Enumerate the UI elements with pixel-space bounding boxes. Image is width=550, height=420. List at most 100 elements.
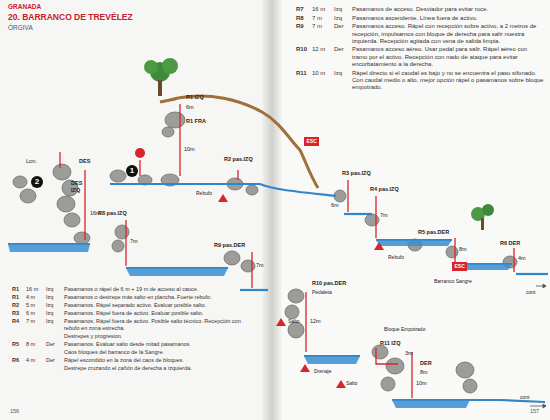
table-cell: R5 bbox=[12, 341, 19, 348]
rappel-label: R1 IZQ bbox=[186, 94, 204, 101]
table-cell: R8 bbox=[296, 15, 304, 22]
table-cell: Der bbox=[334, 46, 344, 53]
table-cell: 4 m bbox=[26, 357, 35, 364]
table-cell: Der bbox=[334, 23, 344, 30]
table-cell: R11 bbox=[296, 70, 307, 77]
table-cell: 7 m bbox=[312, 15, 322, 22]
region-label: ÓRGIVA bbox=[8, 24, 33, 32]
rappel-label: 10m bbox=[416, 380, 427, 387]
region-label: GRANADA bbox=[8, 3, 41, 11]
rappel-label: R2 pas.IZQ bbox=[224, 156, 253, 163]
rappel-label: 8m bbox=[459, 246, 467, 253]
table-cell: 5 m bbox=[26, 302, 35, 309]
table-cell: Izq bbox=[46, 294, 53, 301]
table-cell: Destrepe cruzando el cañón de derecha a … bbox=[64, 365, 254, 372]
table-cell: R1 bbox=[12, 286, 19, 293]
table-cell: 6 m bbox=[26, 310, 35, 317]
rappel-label: DER bbox=[420, 360, 432, 367]
rappel-label: Salto bbox=[288, 318, 299, 324]
table-cell: 8 m bbox=[26, 341, 35, 348]
rappel-label: Drenaje bbox=[314, 368, 332, 374]
table-cell: Pasamanos. Rápel separado activo. Evalua… bbox=[64, 302, 254, 309]
table-cell: Izq bbox=[334, 70, 342, 77]
table-cell: Destrepes y progresion. bbox=[64, 333, 254, 340]
rappel-label: Salto bbox=[346, 380, 357, 386]
rappel-label: DES IZQ bbox=[71, 180, 87, 193]
node-text: 2 bbox=[35, 178, 39, 186]
rappel-label: Barranco Sangre bbox=[434, 278, 472, 284]
rappel-label: Rebufo bbox=[196, 190, 212, 196]
table-cell: Izq bbox=[46, 286, 53, 293]
rappel-label: R9 pas.DER bbox=[214, 242, 245, 249]
rappel-label: 7m bbox=[256, 262, 264, 269]
rappel-label: R4 pas.IZQ bbox=[370, 186, 399, 193]
rappel-label: 6m bbox=[186, 104, 194, 111]
rappel-label: 3m bbox=[405, 350, 413, 357]
guide-title: 20. BARRANCO DE TREVÉLEZ bbox=[8, 12, 133, 22]
table-cell: Izq bbox=[46, 318, 53, 325]
rappel-label: 12m bbox=[310, 318, 321, 325]
table-cell: R3 bbox=[12, 310, 19, 317]
table-cell: Pasamanos. Rápel fuera de activo. Evalua… bbox=[64, 310, 254, 317]
table-cell: Izq bbox=[334, 15, 342, 22]
rappel-label: R11 IZQ bbox=[380, 340, 400, 347]
table-cell: R9 bbox=[296, 23, 304, 30]
rappel-label: 6m bbox=[331, 202, 339, 209]
table-cell: Der bbox=[46, 357, 55, 364]
table-cell: R1 bbox=[12, 294, 19, 301]
table-cell: Caos bloques del barranco de la Sangre. bbox=[64, 349, 254, 356]
start-marker: 2 bbox=[31, 176, 43, 188]
rappel-label: Rebufo bbox=[388, 254, 404, 260]
table-cell: 16 m bbox=[312, 6, 325, 13]
table-cell: Pasamanos acceso aéreo. Usar pedal para … bbox=[352, 46, 544, 68]
table-cell: Izq bbox=[46, 310, 53, 317]
rappel-label: 7m bbox=[380, 212, 388, 219]
rappel-label: 7m bbox=[130, 238, 138, 245]
table-cell: Rápel directo si el caudal es bajo y no … bbox=[352, 70, 544, 92]
start-marker: 1 bbox=[126, 165, 138, 177]
table-cell: R10 bbox=[296, 46, 307, 53]
page-number: 157 bbox=[530, 408, 539, 415]
rappel-label: 10m bbox=[184, 146, 195, 153]
table-cell: Pasamanos o rápel de 6 m + 19 m de acces… bbox=[64, 286, 254, 293]
node-text: 1 bbox=[130, 167, 134, 175]
table-cell: R2 bbox=[12, 302, 19, 309]
table-cell: R7 bbox=[296, 6, 304, 13]
rappel-label: cont bbox=[520, 394, 529, 400]
rappel-label: R8 pas.IZQ bbox=[98, 210, 127, 217]
rappel-label: R10 pas.DER bbox=[312, 280, 346, 287]
table-cell: R4 bbox=[12, 318, 19, 325]
table-cell: 10 m bbox=[312, 70, 325, 77]
table-cell: Pasamanos. Rápel fuera de activo. Posibl… bbox=[64, 318, 254, 331]
table-cell: Pasamanos. Evaluar salto desde mitad pas… bbox=[64, 341, 254, 348]
table-cell: Izq bbox=[46, 302, 53, 309]
table-cell: 4 m bbox=[26, 294, 35, 301]
table-cell: 7 m bbox=[26, 318, 35, 325]
rappel-label: R1 FRA bbox=[186, 118, 206, 125]
rappel-label: cont bbox=[526, 289, 535, 295]
node-text: ESC bbox=[307, 139, 317, 144]
page-number: 156 bbox=[10, 408, 19, 415]
node-text: ESC bbox=[455, 264, 465, 269]
table-cell: Der bbox=[46, 341, 55, 348]
rappel-label: 8m bbox=[420, 369, 428, 376]
table-cell: Pasamanos o destrepe más salto en planch… bbox=[64, 294, 254, 301]
rappel-label: R3 pas.IZQ bbox=[342, 170, 371, 177]
table-cell: Pasamanos acceso. Rápel con recepción so… bbox=[352, 23, 544, 45]
rappel-label: R6 DER bbox=[500, 240, 520, 247]
table-cell: Rápel escondido en la zona del caos de b… bbox=[64, 357, 254, 364]
rappel-label: R5 pas.DER bbox=[418, 229, 449, 236]
rappel-label: Bloque Empotrado bbox=[384, 326, 425, 332]
table-cell: R6 bbox=[12, 357, 19, 364]
table-cell: Izq bbox=[334, 6, 342, 13]
table-cell: Pasamanos ascendente. Línea fuera de act… bbox=[352, 15, 544, 22]
table-cell: 7 m bbox=[312, 23, 322, 30]
exit-box: ESC bbox=[304, 137, 319, 146]
rappel-label: Lcm. bbox=[26, 158, 37, 164]
table-cell: 12 m bbox=[312, 46, 325, 53]
rappel-label: 4m bbox=[518, 255, 526, 262]
rappel-label: DES bbox=[79, 158, 90, 165]
exit-box: ESC bbox=[452, 262, 467, 271]
